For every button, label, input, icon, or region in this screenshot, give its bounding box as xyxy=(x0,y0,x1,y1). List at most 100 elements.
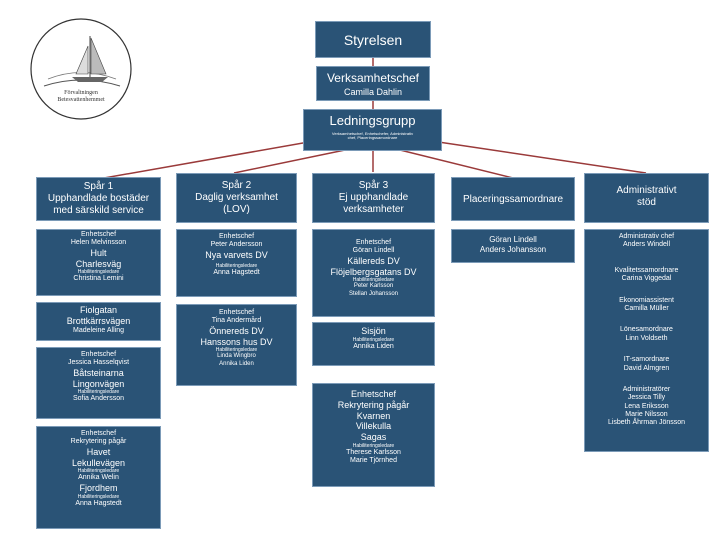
unit-staff-name: Stellan Johansson xyxy=(348,290,399,297)
unit-staff-name: Christina Lemini xyxy=(73,275,124,283)
header-placering: Placeringssamordnare xyxy=(451,177,575,221)
logo: Förvaltningen Betesvattenhemmet xyxy=(28,16,134,122)
header-spar3: Spår 3 Ej upphandlade verksamheter xyxy=(312,173,435,223)
unit-staff-name: Annika Welin xyxy=(78,474,119,482)
unit-manager-name: Rekrytering pågår xyxy=(70,438,127,446)
unit-staff-name: Annika Liden xyxy=(353,342,394,350)
admin-role: Administratörer xyxy=(622,385,671,393)
placering-staff-name: Anders Johansson xyxy=(479,244,547,254)
unit-place: Flöjelbergsgatans DV xyxy=(330,266,417,277)
unit-manager-name: Rekrytering pågår xyxy=(337,399,410,410)
spar2-unit-nya-varvet: Enhetschef Peter Andersson Nya varvets D… xyxy=(176,229,297,297)
admin-name: David Almgren xyxy=(623,364,670,372)
spar2-unit-onnered: Enhetschef Tina Andermård Önnereds DV Ha… xyxy=(176,304,297,386)
spar3-unit-kvarnen: Enhetschef Rekrytering pågår Kvarnen Vil… xyxy=(312,383,435,487)
ledningsgrupp-desc-line2: chef, Placeringssamordnare xyxy=(347,135,398,141)
unit-place: Önnereds DV xyxy=(209,325,264,336)
unit-place: Sagas xyxy=(360,432,387,443)
unit-place: Fiolgatan xyxy=(79,305,118,315)
header-spar3-line1: Spår 3 xyxy=(358,180,389,191)
unit-manager-name: Göran Lindell xyxy=(352,247,395,255)
unit-role: Enhetschef xyxy=(80,351,117,358)
header-spar2-line1: Spår 2 xyxy=(221,180,252,191)
unit-place: Källereds DV xyxy=(347,255,400,266)
unit-place: Lingonvägen xyxy=(72,378,125,389)
spar1-unit-havet: Enhetschef Rekrytering pågår Havet Lekul… xyxy=(36,426,161,529)
unit-place: Havet xyxy=(86,446,111,457)
admin-name: Lena Eriksson xyxy=(624,402,669,410)
header-spar2: Spår 2 Daglig verksamhet (LOV) xyxy=(176,173,297,223)
header-admin: Administrativt stöd xyxy=(584,173,709,223)
placering-staff: Göran Lindell Anders Johansson xyxy=(451,229,575,263)
admin-role: Administrativ chef xyxy=(618,233,675,240)
unit-staff-name: Annika Liden xyxy=(219,360,254,367)
ledningsgrupp-desc-line1: Verksamhetschef, Enhetschefer, Administr… xyxy=(331,130,414,136)
unit-staff-title: Habiliteringsledare xyxy=(77,493,120,500)
unit-place: Brottkärrsvägen xyxy=(66,315,131,326)
unit-place: Kvarnen xyxy=(356,410,391,421)
unit-staff-title: Habiliteringsledare xyxy=(77,269,120,276)
admin-name: Jessica Tilly xyxy=(627,394,666,402)
header-spar1-line3: med särskild service xyxy=(53,205,144,216)
styrelsen-box: Styrelsen xyxy=(315,21,431,58)
admin-name: Carina Viggedal xyxy=(621,275,672,283)
header-spar1: Spår 1 Upphandlade bostäder med särskild… xyxy=(36,177,161,221)
spar1-unit-hult: Enhetschef Helen Melvinsson Hult Charles… xyxy=(36,229,161,296)
unit-manager-name: Peter Andersson xyxy=(210,241,263,249)
admin-role: Ekonomiassistent xyxy=(619,296,674,304)
admin-name: Camilla Müller xyxy=(624,304,669,312)
admin-role: Lönesamordnare xyxy=(620,326,673,334)
header-spar2-line2: Daglig verksamhet xyxy=(195,192,278,203)
logo-text: Förvaltningen Betesvattenhemmet xyxy=(28,90,134,104)
header-spar3-line3: verksamheter xyxy=(343,204,404,215)
verksamhetschef-name: Camilla Dahlin xyxy=(343,87,403,98)
unit-place: Villekulla xyxy=(355,421,392,432)
ledningsgrupp-box: Ledningsgrupp Verksamhetschef, Enhetsche… xyxy=(303,109,442,151)
unit-role: Enhetschef xyxy=(80,231,117,238)
styrelsen-title: Styrelsen xyxy=(343,32,403,48)
verksamhetschef-title: Verksamhetschef xyxy=(326,71,420,85)
unit-staff-title: Habiliteringsledare xyxy=(77,468,120,475)
admin-name: Lisbeth Åhrman Jönsson xyxy=(607,419,686,427)
unit-staff-title: Habiliteringsledare xyxy=(352,336,395,343)
unit-place: Sisjön xyxy=(361,326,386,336)
header-spar2-line3: (LOV) xyxy=(223,204,250,215)
unit-manager-name: Jessica Hasselqvist xyxy=(67,359,130,367)
unit-staff-title: Habiliteringsledare xyxy=(352,442,395,449)
unit-place: Fjordhem xyxy=(79,482,118,493)
admin-name: Marie Nilsson xyxy=(625,411,668,419)
logo-text-line1: Förvaltningen xyxy=(64,90,98,96)
unit-staff-name: Peter Karlsson xyxy=(353,283,394,290)
spar3-unit-sisjon: Sisjön Habiliteringsledare Annika Liden xyxy=(312,322,435,366)
unit-role: Enhetschef xyxy=(80,430,117,437)
unit-staff-name: Therese Karlsson xyxy=(346,448,401,456)
spar3-unit-kallered: Enhetschef Göran Lindell Källereds DV Fl… xyxy=(312,229,435,317)
sailboat-logo-icon xyxy=(30,18,132,120)
unit-role: Enhetschef xyxy=(218,233,255,240)
header-admin-line1: Administrativt xyxy=(616,185,677,196)
unit-role: Enhetschef xyxy=(355,239,392,246)
header-spar1-line2: Upphandlade bostäder xyxy=(47,193,150,204)
unit-role: Enhetschef xyxy=(218,309,255,316)
unit-staff-name: Sofia Andersson xyxy=(73,395,124,403)
admin-name: Linn Voldseth xyxy=(625,334,668,342)
admin-name: Anders Windell xyxy=(622,241,671,249)
unit-staff-title: Habiliteringsledare xyxy=(352,277,395,284)
unit-place: Hult xyxy=(90,247,107,258)
spar1-unit-fiolgatan: Fiolgatan Brottkärrsvägen Madeleine Alli… xyxy=(36,302,161,341)
unit-place: Båtsteinarna xyxy=(73,367,124,378)
unit-staff-name: Marie Tjörnhed xyxy=(350,457,397,465)
unit-place: Charlesväg xyxy=(75,258,122,269)
unit-manager-name: Helen Melvinsson xyxy=(70,239,127,247)
unit-staff-title: Habiliteringsledare xyxy=(215,347,258,354)
verksamhetschef-box: Verksamhetschef Camilla Dahlin xyxy=(316,66,430,101)
header-admin-line2: stöd xyxy=(637,197,656,208)
header-spar3-line2: Ej upphandlade xyxy=(338,192,409,203)
ledningsgrupp-title: Ledningsgrupp xyxy=(329,113,416,128)
unit-place: Hanssons hus DV xyxy=(200,336,273,347)
unit-staff-name: Anna Hagstedt xyxy=(213,268,260,276)
unit-staff-title: Habiliteringsledare xyxy=(215,262,258,269)
unit-staff-name: Linda Wingbro xyxy=(217,353,256,360)
header-placering-line1: Placeringssamordnare xyxy=(462,194,564,205)
